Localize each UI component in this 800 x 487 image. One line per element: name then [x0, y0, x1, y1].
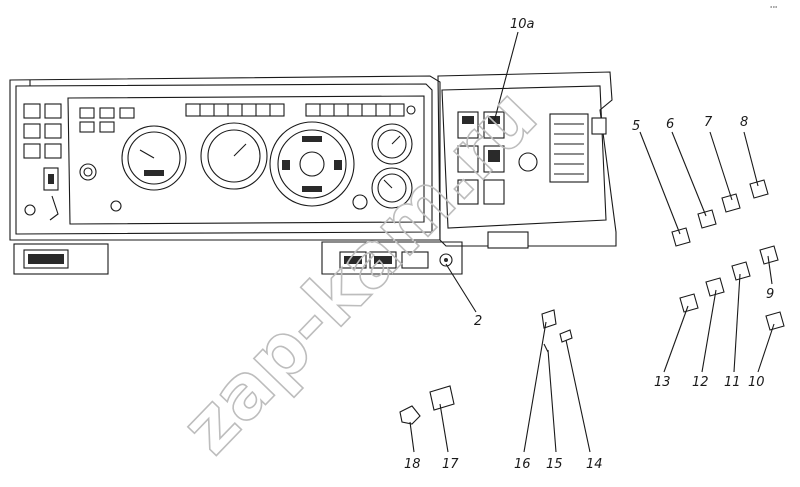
small-gauge-lower: [371, 167, 413, 209]
switch-9: [759, 245, 779, 265]
switch-12: [705, 277, 725, 297]
indicator-row: [79, 103, 405, 133]
callout-6: 6: [666, 117, 674, 132]
callout-7: 7: [704, 115, 713, 130]
callout-10a: 10a: [510, 17, 535, 32]
callout-14: 14: [586, 457, 603, 472]
callout-11: 11: [724, 375, 741, 390]
switch-console: [437, 71, 617, 249]
bulb-18: [399, 405, 421, 425]
callout-5: 5: [632, 119, 640, 134]
left-switch-block: [23, 103, 122, 221]
lamp-socket-17: [429, 385, 455, 411]
switch-parts: [399, 179, 785, 425]
combination-gauge: [269, 121, 355, 207]
callout-labels: 10a 2 5 6 7 8 9 10 11 12 13 14 15 16 17 …: [404, 17, 774, 472]
callout-15: 15: [546, 457, 563, 472]
speedometer-gauge: [121, 125, 187, 191]
switch-10: [765, 311, 785, 331]
switch-8: [749, 179, 769, 199]
switch-6: [697, 209, 717, 229]
callout-17: 17: [442, 457, 459, 472]
switch-13: [679, 293, 699, 313]
switch-5: [671, 227, 691, 247]
callout-2: 2: [474, 314, 482, 329]
callout-8: 8: [740, 115, 748, 130]
corner-mark: °°°: [770, 6, 778, 12]
callout-16: 16: [514, 457, 531, 472]
callout-9: 9: [766, 287, 774, 302]
ashtray-grille: [549, 113, 589, 183]
clip-16: [541, 309, 557, 329]
washer-15: [543, 343, 549, 353]
callout-12: 12: [692, 375, 709, 390]
lower-switch-housing: [321, 241, 463, 275]
bolt-14: [559, 329, 573, 343]
switch-11: [731, 261, 751, 281]
callout-18: 18: [404, 457, 421, 472]
leader-lines: [409, 31, 775, 453]
switch-7: [721, 193, 741, 213]
tachometer-gauge: [200, 122, 268, 190]
instrument-cluster: [9, 75, 463, 275]
callout-13: 13: [654, 375, 671, 390]
small-gauge-upper: [371, 123, 413, 165]
callout-10: 10: [748, 375, 765, 390]
